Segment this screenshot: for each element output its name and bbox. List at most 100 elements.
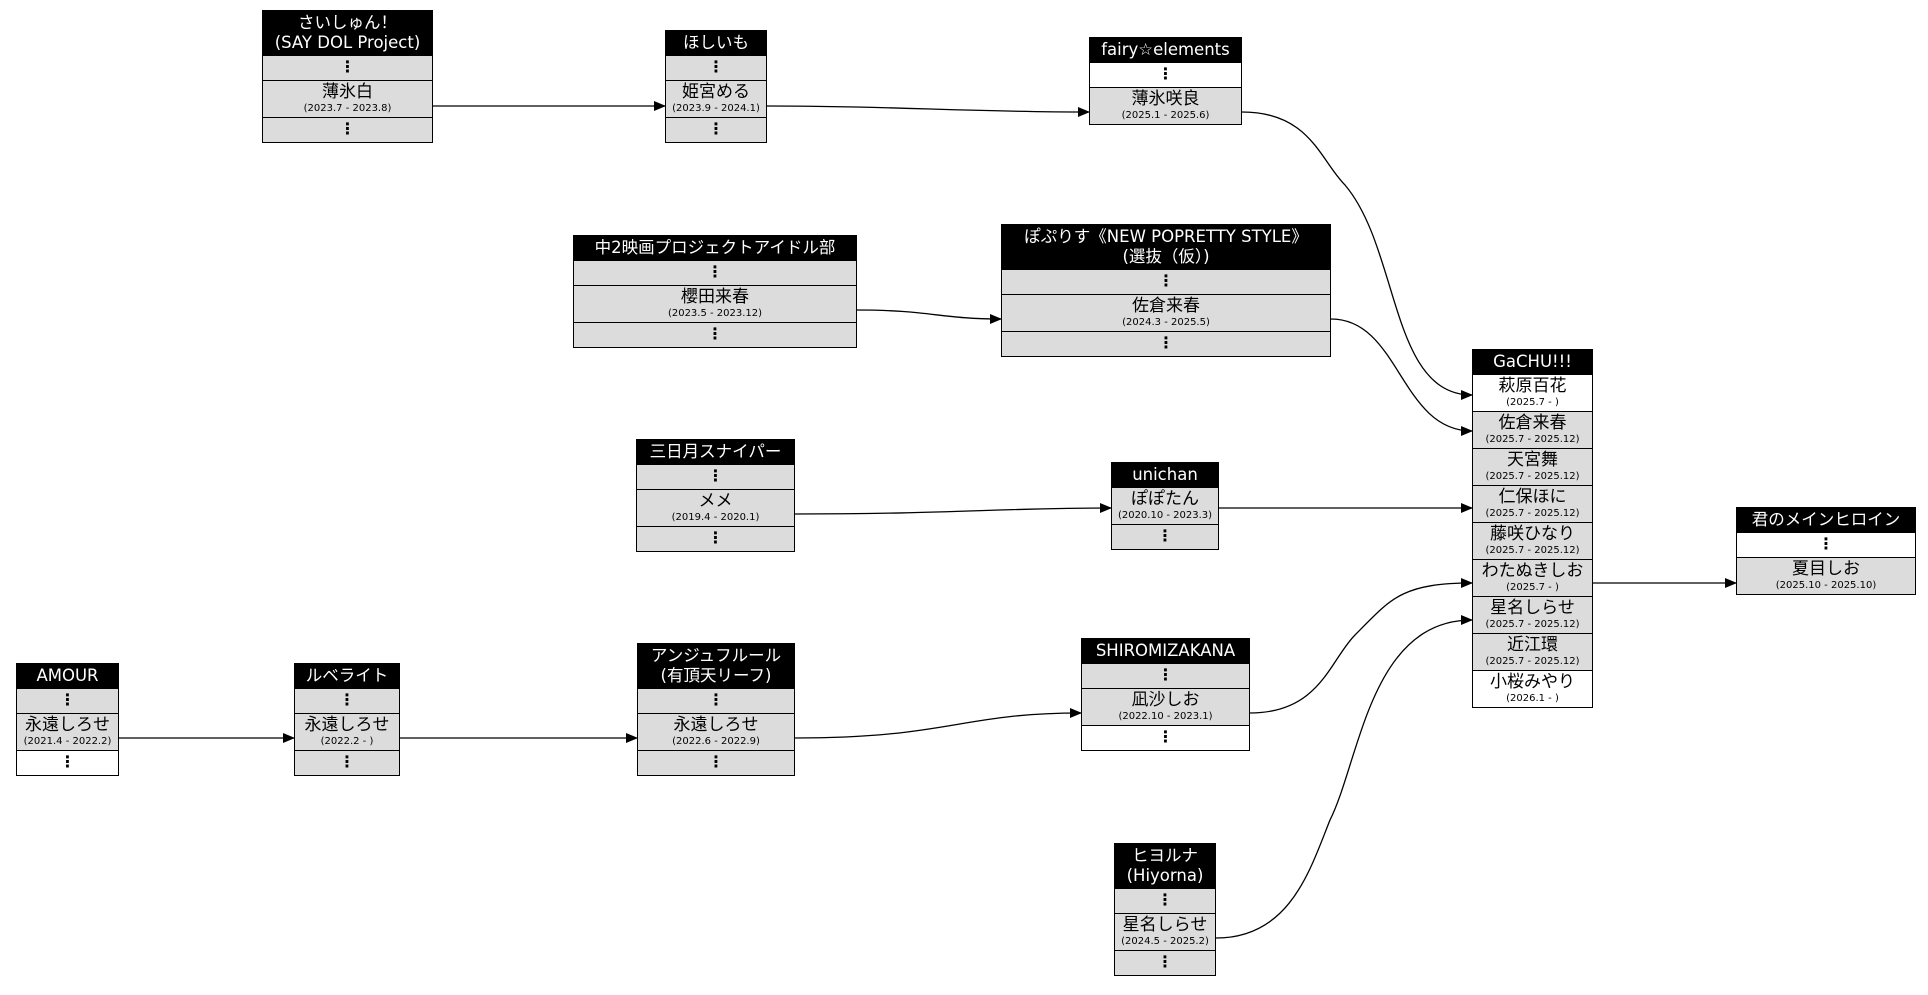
member-period: (2021.4 - 2022.2)	[23, 736, 112, 747]
edge-popuris-to-gachu	[1330, 318, 1473, 436]
group-node-shiromizakana: SHIROMIZAKANA ⋮ 凪沙しお (2022.10 - 2023.1) …	[1081, 638, 1250, 751]
group-title: 中2映画プロジェクトアイドル部	[574, 236, 856, 260]
member-row: 佐倉来春 (2025.7 - 2025.12)	[1473, 411, 1592, 448]
ellipsis-row: ⋮	[666, 55, 766, 80]
member-period: (2026.1 - )	[1506, 693, 1559, 704]
member-name: 小桜みやり	[1490, 672, 1575, 692]
member-period: (2023.5 - 2023.12)	[667, 308, 763, 319]
member-name: 星名しらせ	[1122, 915, 1208, 935]
member-row: 天宮舞 (2025.7 - 2025.12)	[1473, 448, 1592, 485]
member-row: 櫻田来春 (2023.5 - 2023.12)	[574, 285, 856, 322]
ellipsis-row: ⋮	[638, 750, 794, 775]
member-row: 薄氷白 (2023.7 - 2023.8)	[263, 80, 432, 117]
group-node-rubelight: ルベライト ⋮ 永遠しろせ (2022.2 - ) ⋮	[294, 663, 400, 776]
member-row: 藤咲ひなり (2025.7 - 2025.12)	[1473, 522, 1592, 559]
member-name: 櫻田来春	[681, 287, 749, 307]
group-title: GaCHU!!!	[1473, 350, 1592, 374]
edge-chu2-to-popuris	[856, 309, 1002, 324]
group-node-hoshiimo: ほしいも ⋮ 姫宮める (2023.9 - 2024.1) ⋮	[665, 30, 767, 143]
member-row: 夏目しお (2025.10 - 2025.10)	[1737, 557, 1915, 594]
member-period: (2023.9 - 2024.1)	[672, 103, 760, 114]
edge-hoshiimo-to-fairy	[766, 105, 1090, 117]
member-name: 仁保ほに	[1498, 487, 1567, 507]
ellipsis-row: ⋮	[1090, 62, 1241, 87]
member-row: 小桜みやり (2026.1 - )	[1473, 670, 1592, 707]
member-period: (2025.1 - 2025.6)	[1121, 110, 1210, 121]
group-node-gachu: GaCHU!!! 萩原百花 (2025.7 - ) 佐倉来春 (2025.7 -…	[1472, 349, 1593, 708]
member-row: 近江環 (2025.7 - 2025.12)	[1473, 633, 1592, 670]
ellipsis-row: ⋮	[263, 117, 432, 142]
member-row: 薄氷咲良 (2025.1 - 2025.6)	[1090, 87, 1241, 124]
member-name: 藤咲ひなり	[1490, 524, 1575, 544]
member-period: (2020.10 - 2023.3)	[1117, 510, 1213, 521]
member-name: 夏目しお	[1792, 559, 1860, 579]
ellipsis-row: ⋮	[1002, 269, 1330, 294]
ellipsis-row: ⋮	[17, 750, 118, 775]
ellipsis-row: ⋮	[295, 750, 399, 775]
group-title: さいしゅん！ (SAY DOL Project)	[263, 11, 432, 55]
member-period: (2025.7 - 2025.12)	[1485, 545, 1580, 556]
member-row: 姫宮める (2023.9 - 2024.1)	[666, 80, 766, 117]
member-period: (2025.7 - 2025.12)	[1485, 656, 1580, 667]
member-name: 薄氷白	[322, 82, 373, 102]
member-row: 佐倉来春 (2024.3 - 2025.5)	[1002, 294, 1330, 331]
group-node-amour: AMOUR ⋮ 永遠しろせ (2021.4 - 2022.2) ⋮	[16, 663, 119, 776]
member-row: 凪沙しお (2022.10 - 2023.1)	[1082, 688, 1249, 725]
group-title: AMOUR	[17, 664, 118, 688]
ellipsis-row: ⋮	[666, 117, 766, 142]
group-node-fairy-elements: fairy☆elements ⋮ 薄氷咲良 (2025.1 - 2025.6)	[1089, 37, 1242, 125]
member-row: メメ (2019.4 - 2020.1)	[637, 489, 794, 526]
edge-fairy-to-gachu	[1241, 111, 1473, 400]
edge-anjyu-to-shiromizakana	[794, 708, 1082, 739]
member-period: (2022.10 - 2023.1)	[1118, 711, 1213, 722]
group-title: アンジュフルール (有頂天リーフ)	[638, 644, 794, 688]
member-name: 天宮舞	[1507, 450, 1558, 470]
member-row: 仁保ほに (2025.7 - 2025.12)	[1473, 485, 1592, 522]
edge-hiyoruna-to-gachu	[1215, 615, 1473, 939]
ellipsis-row: ⋮	[638, 688, 794, 713]
group-title: 三日月スナイパー	[637, 440, 794, 464]
group-node-hiyoruna: ヒヨルナ (Hiyorna) ⋮ 星名しらせ (2024.5 - 2025.2)…	[1114, 843, 1216, 976]
group-title: ヒヨルナ (Hiyorna)	[1115, 844, 1215, 888]
group-node-mikazuki: 三日月スナイパー ⋮ メメ (2019.4 - 2020.1) ⋮	[636, 439, 795, 552]
group-title: 君のメインヒロイン	[1737, 508, 1915, 532]
member-name: 星名しらせ	[1490, 598, 1575, 618]
member-period: (2025.7 - )	[1506, 582, 1559, 593]
member-period: (2024.5 - 2025.2)	[1121, 936, 1209, 947]
member-name: メメ	[698, 491, 733, 511]
member-name: わたぬきしお	[1481, 561, 1584, 581]
ellipsis-row: ⋮	[1115, 950, 1215, 975]
group-node-anjyu: アンジュフルール (有頂天リーフ) ⋮ 永遠しろせ (2022.6 - 2022…	[637, 643, 795, 776]
group-node-popuris: ぽぷりす《NEW POPRETTY STYLE》 (選抜（仮）) ⋮ 佐倉来春 …	[1001, 224, 1331, 357]
edge-mikazuki-to-unichan	[794, 503, 1112, 515]
member-row: 永遠しろせ (2021.4 - 2022.2)	[17, 713, 118, 750]
member-period: (2019.4 - 2020.1)	[671, 512, 760, 523]
group-title: ほしいも	[666, 31, 766, 55]
member-period: (2025.7 - 2025.12)	[1485, 471, 1580, 482]
member-period: (2025.7 - )	[1506, 397, 1559, 408]
ellipsis-row: ⋮	[1112, 524, 1218, 549]
member-name: 永遠しろせ	[673, 715, 759, 735]
ellipsis-row: ⋮	[1082, 725, 1249, 750]
member-period: (2025.7 - 2025.12)	[1485, 619, 1580, 630]
member-name: 佐倉来春	[1498, 413, 1567, 433]
edge-shiromizakana-to-gachu	[1249, 578, 1473, 714]
ellipsis-row: ⋮	[574, 260, 856, 285]
member-name: 佐倉来春	[1132, 296, 1200, 316]
ellipsis-row: ⋮	[263, 55, 432, 80]
member-name: 薄氷咲良	[1131, 89, 1200, 109]
member-period: (2025.7 - 2025.12)	[1485, 434, 1580, 445]
member-period: (2025.7 - 2025.12)	[1485, 508, 1580, 519]
ellipsis-row: ⋮	[1737, 532, 1915, 557]
member-period: (2022.2 - )	[320, 736, 374, 747]
member-name: ぽぽたん	[1131, 489, 1199, 509]
group-node-unichan: unichan ぽぽたん (2020.10 - 2023.3) ⋮	[1111, 462, 1219, 550]
member-row: 永遠しろせ (2022.6 - 2022.9)	[638, 713, 794, 750]
member-period: (2022.6 - 2022.9)	[672, 736, 760, 747]
group-title: ぽぷりす《NEW POPRETTY STYLE》 (選抜（仮）)	[1002, 225, 1330, 269]
ellipsis-row: ⋮	[1082, 663, 1249, 688]
member-row: 萩原百花 (2025.7 - )	[1473, 374, 1592, 411]
member-row: ぽぽたん (2020.10 - 2023.3)	[1112, 487, 1218, 524]
group-node-saishun: さいしゅん！ (SAY DOL Project) ⋮ 薄氷白 (2023.7 -…	[262, 10, 433, 143]
